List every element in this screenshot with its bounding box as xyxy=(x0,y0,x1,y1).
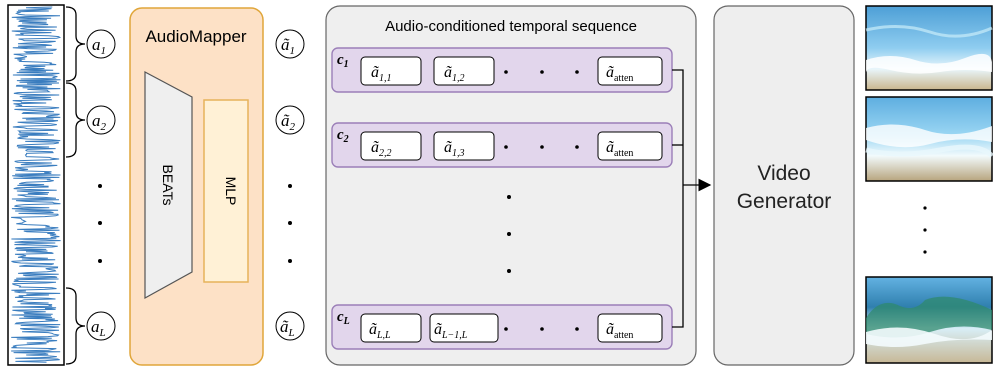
svg-text:ãL−1,L: ãL−1,L xyxy=(434,321,468,341)
audio-segment-label-1: a1 xyxy=(86,29,116,59)
audiomapper-title: AudioMapper xyxy=(145,27,246,46)
ellipsis-dots-rows xyxy=(507,195,511,273)
svg-text:c1: c1 xyxy=(337,52,349,70)
audio-segment-label-2: a2 xyxy=(86,105,116,135)
svg-text:ãL: ãL xyxy=(280,317,295,339)
svg-text:ã1,2: ã1,2 xyxy=(444,64,465,84)
condition-row-L: cL ãL,L ãL−1,L ãatten xyxy=(331,304,673,350)
svg-text:ã2,2: ã2,2 xyxy=(371,139,392,159)
svg-text:ã1,1: ã1,1 xyxy=(371,64,392,84)
output-frame-1 xyxy=(865,5,993,91)
output-frame-L xyxy=(865,276,993,364)
mlp-block xyxy=(203,99,249,283)
video-generator-block: Video Generator xyxy=(713,5,855,366)
audiomapper-block: AudioMapper BEATs MLP xyxy=(129,7,264,366)
temporal-sequence-panel: Audio-conditioned temporal sequence xyxy=(325,5,697,366)
output-frame-2 xyxy=(865,96,994,182)
beats-encoder xyxy=(144,71,193,300)
mlp-label: MLP xyxy=(223,177,239,206)
sequence-connector xyxy=(672,69,712,328)
svg-text:ãL,L: ãL,L xyxy=(369,321,391,341)
svg-text:ãatten: ãatten xyxy=(606,139,633,159)
sequence-panel-title: Audio-conditioned temporal sequence xyxy=(385,18,637,35)
svg-text:a2: a2 xyxy=(92,111,107,133)
svg-text:ãatten: ãatten xyxy=(606,64,633,84)
svg-text:c2: c2 xyxy=(337,127,349,145)
generator-label-line2: Generator xyxy=(737,190,832,213)
frames-ellipsis xyxy=(923,206,927,254)
audio-segment-label-L: aL xyxy=(86,311,116,341)
svg-text:cL: cL xyxy=(337,309,350,327)
segment-brace-2 xyxy=(65,82,86,158)
svg-text:ã1: ã1 xyxy=(281,35,295,57)
mapped-token-2: ã2 xyxy=(275,105,305,135)
segment-brace-L xyxy=(65,287,86,365)
svg-text:ã2: ã2 xyxy=(281,111,296,133)
beats-label: BEATs xyxy=(160,165,176,206)
svg-text:aL: aL xyxy=(91,317,106,339)
mapped-token-L: ãL xyxy=(275,311,305,341)
mapped-token-1: ã1 xyxy=(275,29,305,59)
condition-row-1: c1 ã1,1 ã1,2 ãatten xyxy=(331,47,673,93)
svg-text:ãatten: ãatten xyxy=(606,321,633,341)
ellipsis-dots-mapped xyxy=(288,184,292,263)
svg-text:ã1,3: ã1,3 xyxy=(444,139,465,159)
ellipsis-dots-left xyxy=(98,184,102,263)
svg-text:a1: a1 xyxy=(92,35,106,57)
segment-brace-1 xyxy=(65,6,86,82)
generator-label-line1: Video xyxy=(757,162,810,185)
condition-row-2: c2 ã2,2 ã1,3 ãatten xyxy=(331,122,673,168)
audio-waveform xyxy=(7,4,65,366)
